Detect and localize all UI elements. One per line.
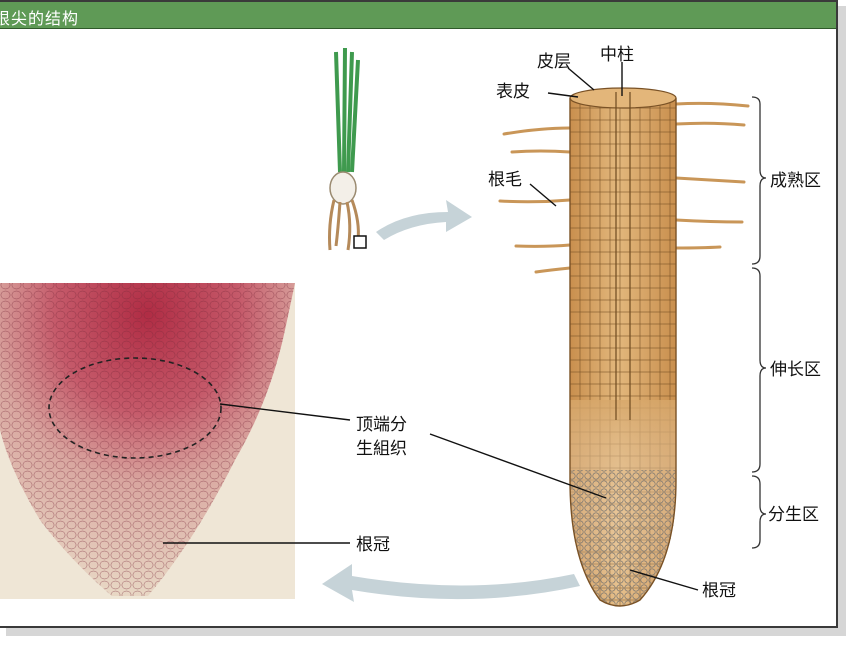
label-stele: 中柱 (600, 45, 634, 65)
leader-lines (163, 62, 699, 591)
label-root-cap-right: 根冠 (702, 581, 736, 601)
root-tip-micrograph (0, 283, 295, 599)
label-root-cap-left: 根冠 (356, 535, 390, 555)
label-apical-meristem-line1: 顶端分 (356, 415, 407, 435)
figure-title: 根尖的结构 (0, 9, 80, 28)
label-epidermis: 表皮 (496, 82, 530, 102)
title-bar: 根尖的结构 (0, 2, 836, 29)
label-elongation-zone: 伸长区 (770, 360, 821, 380)
root-tip-cross-section (569, 87, 677, 607)
zone-brackets (751, 96, 767, 549)
label-maturation-zone: 成熟区 (770, 170, 821, 191)
label-apical-meristem-line2: 生組织 (356, 439, 407, 459)
label-meristem-zone: 分生区 (768, 505, 819, 525)
frame-shadow-bottom (6, 628, 846, 636)
zoom-arrow-bottom (322, 564, 580, 602)
frame-shadow-right (838, 6, 846, 634)
zoom-arrow-top (376, 200, 472, 240)
root-hairs (498, 101, 750, 274)
label-root-hair: 根毛 (488, 170, 522, 190)
seedling-illustration (328, 47, 367, 251)
label-cortex: 皮层 (537, 52, 571, 72)
